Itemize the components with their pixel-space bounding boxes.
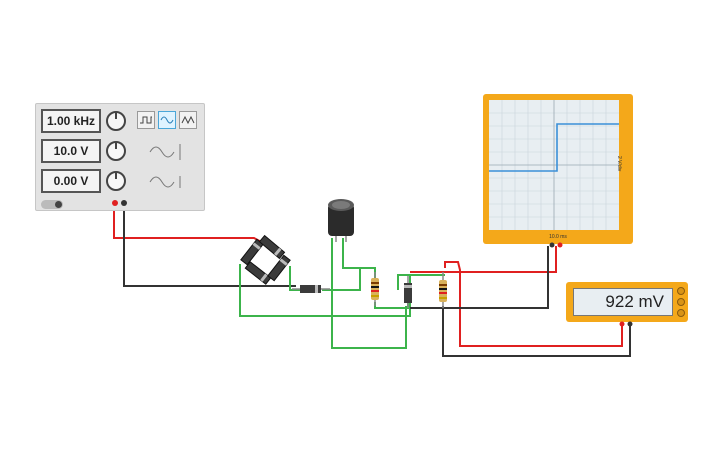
wire-green-5[interactable] — [374, 300, 409, 309]
triangle-wave-icon — [181, 115, 195, 125]
oscilloscope-volts-label: 2 V/div — [616, 156, 622, 172]
offset-wave-icon — [149, 176, 181, 188]
offset-display: 0.00 V — [41, 169, 101, 193]
negative-terminal — [121, 200, 127, 206]
generator-terminals — [112, 200, 127, 206]
frequency-display: 1.00 kHz — [41, 109, 101, 133]
power-toggle[interactable] — [41, 200, 63, 209]
square-wave-button[interactable] — [137, 111, 155, 129]
diode-series[interactable] — [292, 285, 330, 293]
oscilloscope[interactable]: 10.0 ms 2 V/div — [483, 94, 633, 248]
sine-wave-button[interactable] — [158, 111, 176, 129]
amplitude-knob[interactable] — [106, 141, 126, 161]
wire-black-generator[interactable] — [123, 204, 296, 287]
bridge-rectifier[interactable] — [240, 234, 291, 285]
amplitude-display: 10.0 V — [41, 139, 101, 163]
meter-terminals — [619, 321, 633, 327]
meter-mode-button-3[interactable] — [677, 309, 685, 317]
meter-mode-button-1[interactable] — [677, 287, 685, 295]
capacitor[interactable] — [328, 199, 354, 242]
amplitude-wave-icon — [149, 144, 181, 160]
wire-green-4[interactable] — [331, 238, 407, 349]
square-wave-icon — [140, 116, 152, 124]
positive-terminal — [112, 200, 118, 206]
function-generator[interactable]: 1.00 kHz 10.0 V 0.00 V — [35, 103, 205, 211]
wire-green-2[interactable] — [289, 266, 300, 291]
scope-terminals — [549, 242, 563, 248]
wire-green-3[interactable] — [322, 267, 376, 291]
wire-green-1[interactable] — [239, 264, 445, 317]
offset-knob[interactable] — [106, 171, 126, 191]
wire-black-scope[interactable] — [410, 246, 549, 309]
wire-red-scope-2[interactable] — [410, 246, 557, 273]
wire-black-meter[interactable] — [442, 306, 631, 357]
resistor-2[interactable] — [439, 272, 447, 308]
wire-green-7[interactable] — [342, 238, 360, 269]
bridge-diode-3 — [244, 261, 272, 285]
oscilloscope-time-label: 10.0 ms — [549, 234, 567, 240]
resistor-1[interactable] — [371, 272, 379, 306]
multimeter[interactable]: 922 mV — [566, 282, 688, 327]
oscilloscope-trace — [489, 100, 619, 230]
bridge-diode-4 — [267, 254, 291, 282]
diode-vertical[interactable] — [404, 276, 412, 308]
meter-mode-button-2[interactable] — [677, 298, 685, 306]
sine-wave-icon — [160, 116, 174, 124]
frequency-knob[interactable] — [106, 111, 126, 131]
oscilloscope-screen — [489, 100, 619, 230]
multimeter-reading: 922 mV — [573, 288, 673, 316]
bridge-diode-2 — [258, 234, 286, 260]
triangle-wave-button[interactable] — [179, 111, 197, 129]
wire-green-6[interactable] — [397, 274, 410, 290]
wire-red-scope[interactable] — [444, 261, 623, 347]
bridge-diode-1 — [240, 238, 264, 266]
